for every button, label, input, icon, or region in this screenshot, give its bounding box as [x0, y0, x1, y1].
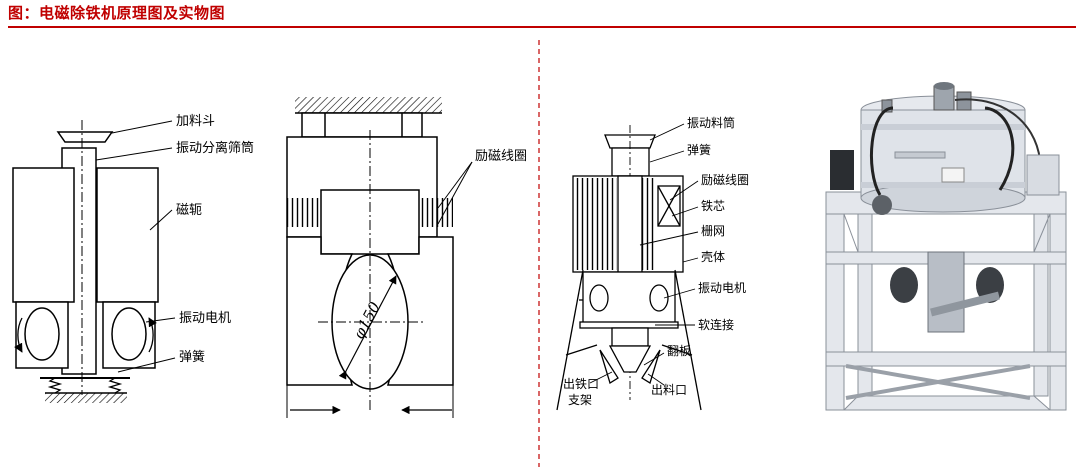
yoke-right-shape: [96, 167, 159, 303]
label-support-frame: 支架: [568, 393, 592, 407]
label-flap: 翻板: [667, 344, 691, 358]
motor-right-shape: [111, 307, 147, 361]
label-vibrating-screen: 振动分离筛筒: [176, 140, 254, 156]
yoke-left-shape: [12, 167, 75, 303]
label-yoke: 磁轭: [176, 202, 202, 218]
label-hopper: 加料斗: [176, 114, 215, 129]
left-schematic: [12, 120, 176, 403]
label-excitation-coil-right: 励磁线圈: [701, 172, 749, 187]
label-spring-right: 弹簧: [687, 142, 711, 157]
middle-schematic: [286, 97, 473, 418]
label-flexible-joint: 软连接: [698, 317, 734, 332]
label-grid-mesh: 栅网: [701, 223, 725, 238]
hopper-shape: [56, 131, 114, 143]
label-spring: 弹簧: [179, 349, 205, 365]
label-material-outlet: 出料口: [651, 383, 687, 397]
right-schematic: [556, 123, 702, 411]
label-iron-core: 铁芯: [701, 199, 725, 213]
label-shell: 壳体: [701, 250, 725, 264]
page-title: 图：电磁除铁机原理图及实物图: [8, 4, 226, 22]
label-iron-outlet: 出铁口: [563, 377, 599, 391]
motor-left-shape: [24, 307, 60, 361]
label-excitation-coil: 励磁线圈: [475, 149, 527, 164]
label-vibration-motor: 振动电机: [179, 311, 231, 326]
header-divider: [8, 26, 1076, 28]
label-vibrating-cylinder: 振动料筒: [687, 115, 735, 130]
machine-photo: [825, 82, 1067, 411]
label-vibration-motor-right: 振动电机: [698, 281, 746, 295]
